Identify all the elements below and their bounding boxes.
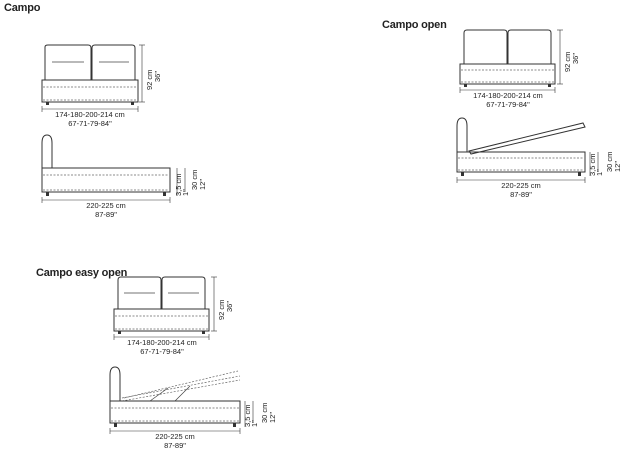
campo-easy-open-side-foot-cm: 3,5 cm (243, 404, 252, 427)
campo-side-foot-in: 1" (181, 189, 190, 196)
campo-side-length-cm: 220-225 cm (86, 201, 126, 210)
campo-easy-open-side-foot-in: 1" (250, 420, 259, 427)
campo-side-base-in: 12" (198, 179, 207, 190)
campo-side-view (41, 134, 186, 203)
campo-open-side-length-in: 87-89" (510, 190, 532, 199)
campo-open-side-foot-in: 1" (595, 169, 604, 176)
campo-open-front-height-cm: 92 cm (563, 52, 572, 72)
campo-front-height-cm: 92 cm (145, 70, 154, 90)
campo-open-side-base-cm: 30 cm (605, 152, 614, 172)
campo-open-front-height-in: 36" (571, 53, 580, 64)
campo-front-height-in: 36" (153, 71, 162, 82)
campo-easy-open-front-width-cm: 174-180-200-214 cm (127, 338, 197, 347)
campo-easy-open-front-width-in: 67-71-79-84" (140, 347, 184, 356)
campo-open-front-width-in: 67-71-79-84" (486, 100, 530, 109)
campo-easy-open-front-height-in: 36" (225, 301, 234, 312)
title-campo-easy-open: Campo easy open (36, 267, 128, 279)
campo-open-front-view (459, 29, 563, 93)
campo-side-foot-cm: 3,5 cm (174, 173, 183, 196)
campo-easy-open-side-base-in: 12" (268, 412, 277, 423)
campo-front-view (41, 44, 145, 112)
campo-front-width-in: 67-71-79-84" (68, 119, 112, 128)
campo-open-side-view (456, 117, 599, 183)
campo-easy-open-side-view (109, 366, 254, 434)
campo-open-side-length-cm: 220-225 cm (501, 181, 541, 190)
campo-easy-open-side-base-cm: 30 cm (260, 403, 269, 423)
campo-easy-open-front-view (113, 276, 217, 340)
campo-easy-open-side-length-in: 87-89" (164, 441, 186, 450)
campo-side-length-in: 87-89" (95, 210, 117, 219)
campo-open-side-foot-cm: 3,5 cm (588, 153, 597, 176)
title-campo-open: Campo open (382, 19, 447, 31)
campo-easy-open-side-length-cm: 220-225 cm (155, 432, 195, 441)
campo-easy-open-front-height-cm: 92 cm (217, 300, 226, 320)
title-campo: Campo (4, 2, 41, 14)
campo-open-side-base-in: 12" (613, 161, 622, 172)
campo-front-width-cm: 174-180-200-214 cm (55, 110, 125, 119)
campo-open-front-width-cm: 174-180-200-214 cm (473, 91, 543, 100)
campo-side-base-cm: 30 cm (190, 170, 199, 190)
